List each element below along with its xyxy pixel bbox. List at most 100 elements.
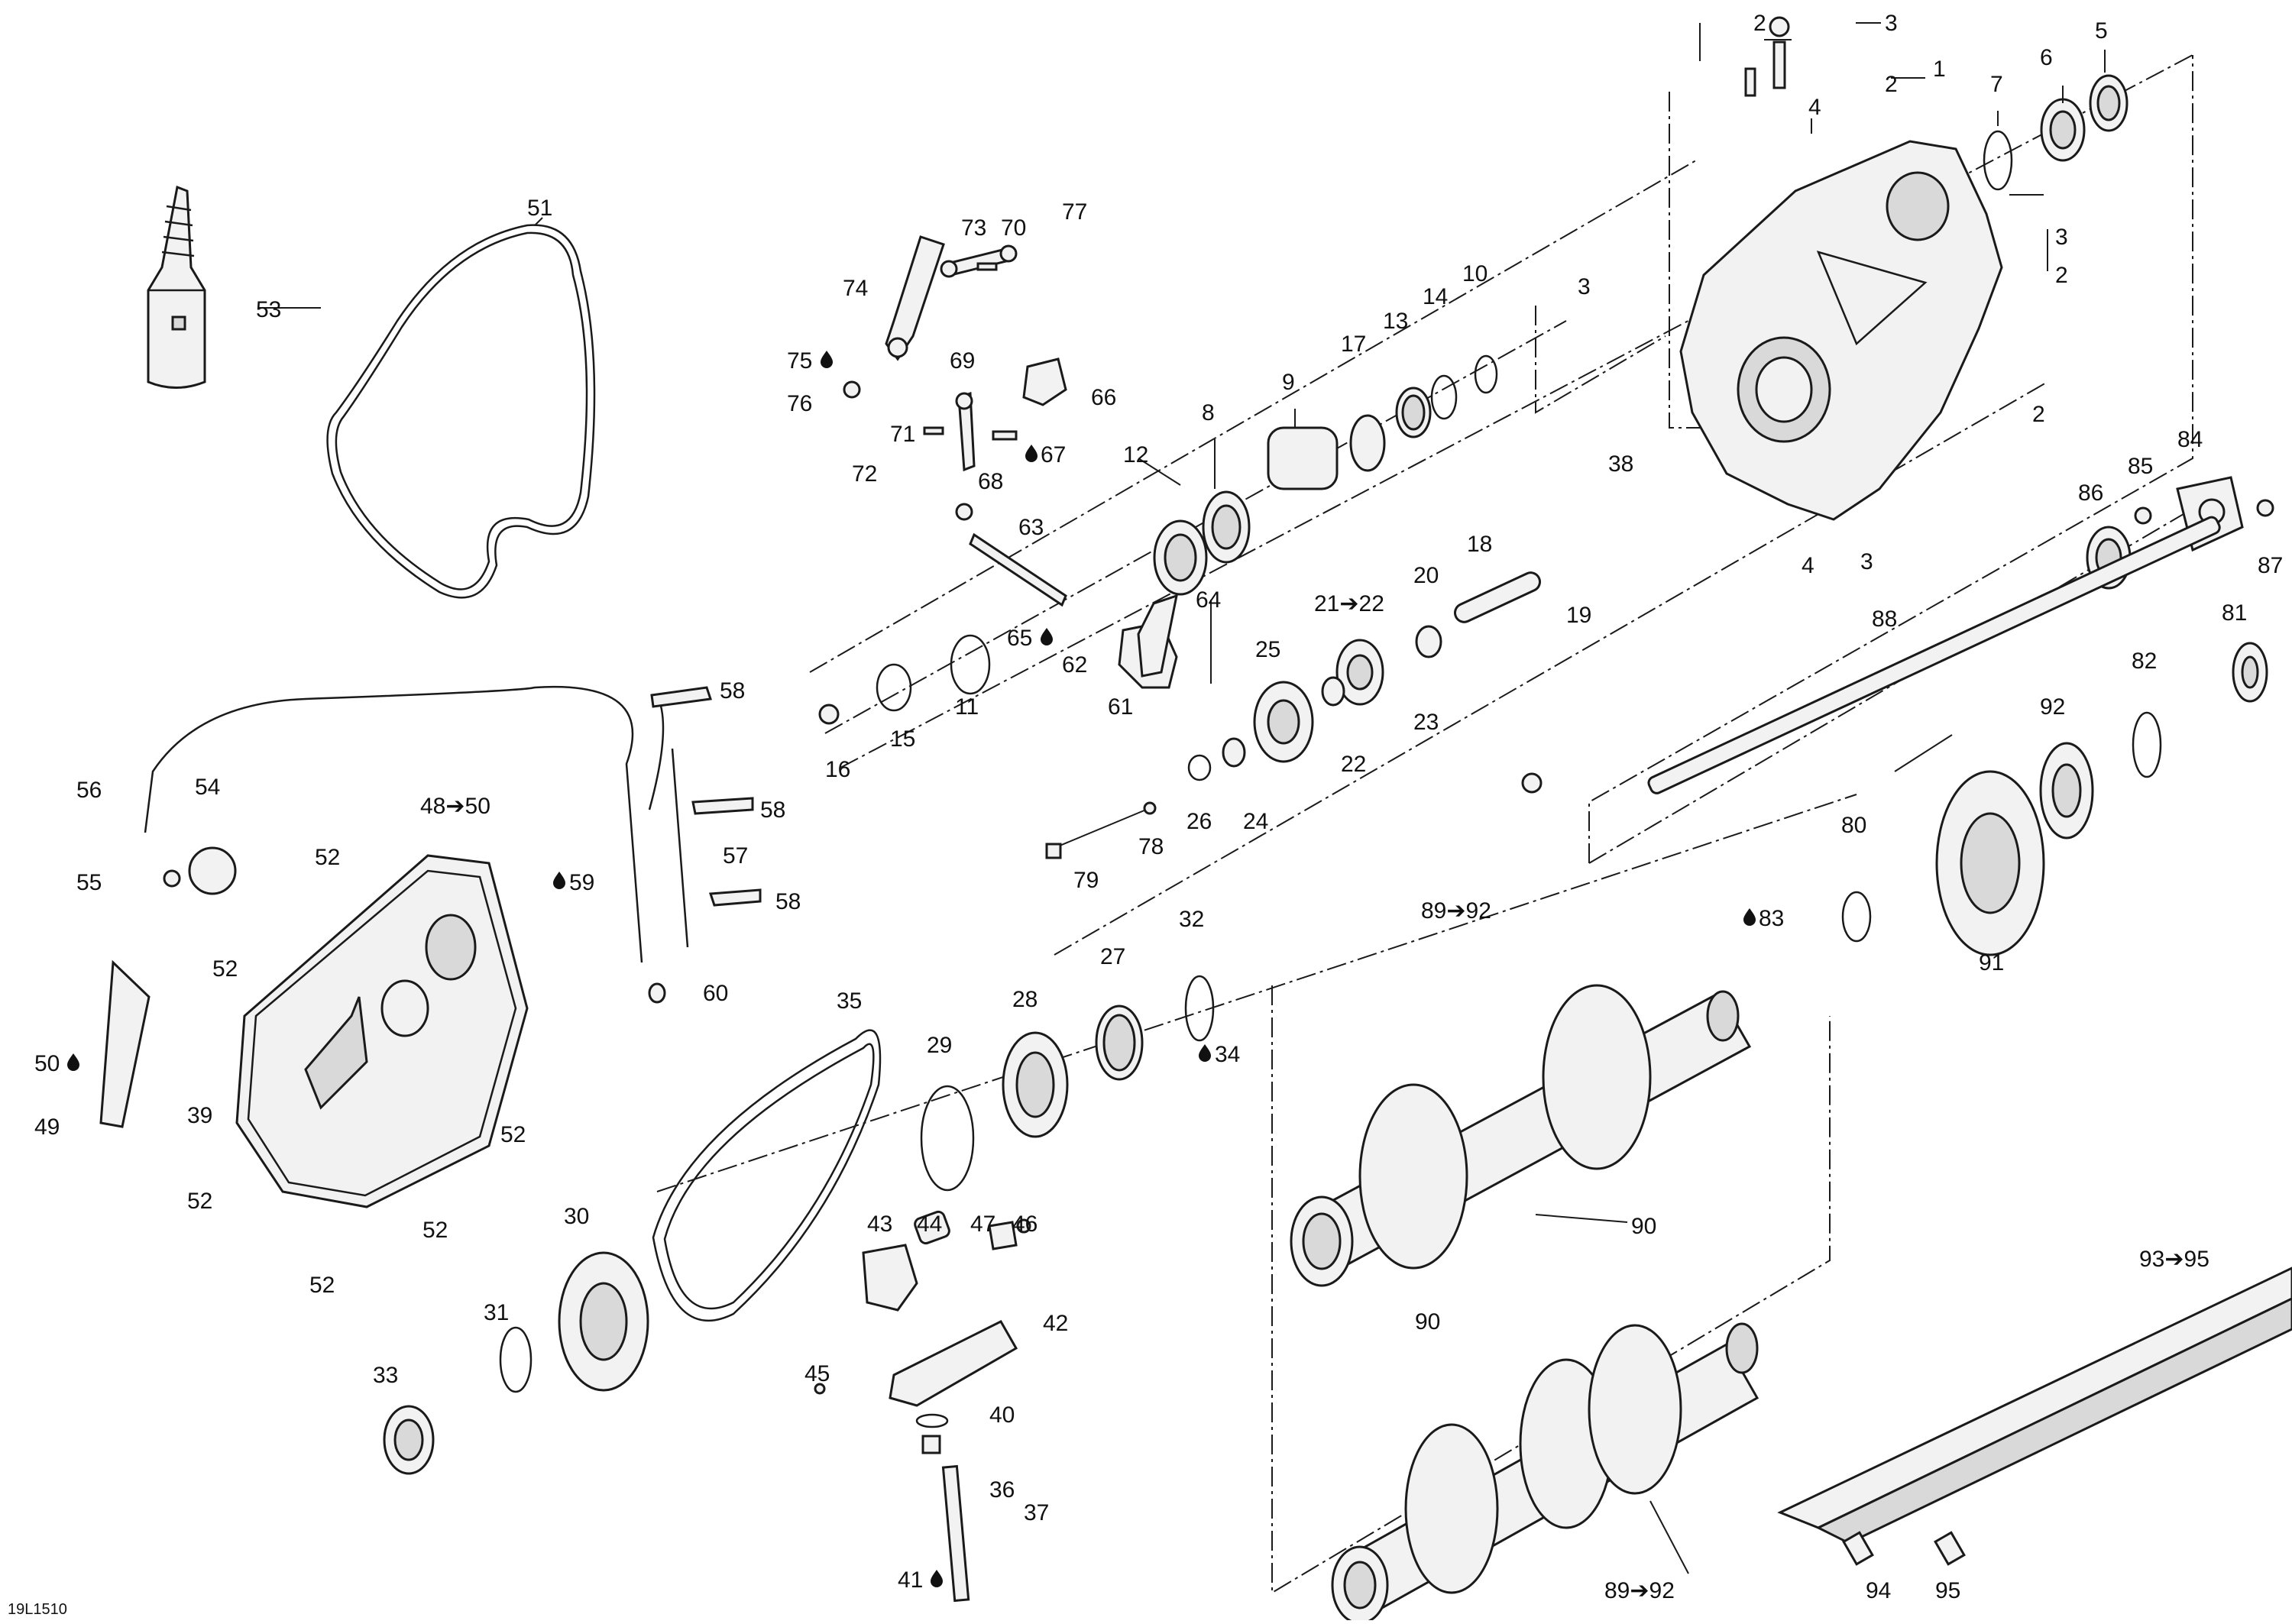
callout-76: 76 bbox=[787, 391, 812, 416]
callout-3-b: 3 bbox=[1578, 274, 1591, 299]
callout-52-a: 52 bbox=[315, 845, 340, 870]
callout-39: 39 bbox=[187, 1103, 212, 1128]
callout-52-c: 52 bbox=[500, 1122, 526, 1147]
callout-4-bottom: 4 bbox=[1802, 553, 1814, 578]
callout-34: 34 bbox=[1199, 1042, 1240, 1067]
callout-1: 1 bbox=[1933, 57, 1946, 82]
callout-53: 53 bbox=[256, 297, 281, 322]
callout-2-c: 2 bbox=[2032, 402, 2045, 427]
drive-section-parts bbox=[383, 975, 1215, 1603]
callout-59: 59 bbox=[553, 870, 594, 895]
callout-52-b: 52 bbox=[212, 956, 238, 982]
callout-50: 50 bbox=[34, 1051, 79, 1076]
callout-37: 37 bbox=[1024, 1500, 1049, 1525]
callout-46: 46 bbox=[1012, 1212, 1038, 1237]
callout-92: 92 bbox=[2040, 694, 2065, 720]
svg-text:83: 83 bbox=[1759, 906, 1784, 931]
callout-35: 35 bbox=[837, 988, 862, 1014]
callout-65: 65 bbox=[1007, 626, 1053, 651]
callout-9: 9 bbox=[1282, 370, 1295, 395]
callout-52-f: 52 bbox=[309, 1273, 335, 1298]
callout-74: 74 bbox=[843, 276, 868, 301]
callout-93-95: 93➔95 bbox=[2139, 1247, 2209, 1272]
callout-31: 31 bbox=[484, 1300, 509, 1325]
callout-13: 13 bbox=[1383, 309, 1408, 334]
svg-text:67: 67 bbox=[1041, 442, 1066, 467]
callout-58-c: 58 bbox=[775, 889, 801, 914]
callout-51: 51 bbox=[527, 196, 552, 221]
callout-22: 22 bbox=[1341, 752, 1366, 777]
callout-60: 60 bbox=[703, 981, 728, 1006]
callout-75: 75 bbox=[787, 348, 833, 374]
part-93-track-section bbox=[1777, 1267, 2292, 1566]
callout-84: 84 bbox=[2177, 427, 2203, 452]
callout-3-a: 3 bbox=[2055, 225, 2068, 250]
callout-56: 56 bbox=[76, 778, 102, 803]
callout-90-lower: 90 bbox=[1415, 1309, 1440, 1334]
callout-82: 82 bbox=[2132, 649, 2157, 674]
callout-38: 38 bbox=[1608, 451, 1633, 477]
callout-2-b: 2 bbox=[2055, 263, 2068, 288]
callout-67: 67 bbox=[1025, 442, 1066, 467]
diagram-code: 19L1510 bbox=[8, 1601, 67, 1618]
callout-25: 25 bbox=[1255, 637, 1280, 662]
callout-21-22: 21➔22 bbox=[1314, 591, 1384, 616]
part-48-chaincase-cover bbox=[99, 685, 762, 1208]
callout-14: 14 bbox=[1423, 284, 1448, 309]
svg-text:65: 65 bbox=[1007, 626, 1032, 651]
callout-87: 87 bbox=[2258, 553, 2283, 578]
part-1-gearbox-housing bbox=[1679, 140, 2003, 521]
callout-5: 5 bbox=[2095, 18, 2108, 44]
callout-66: 66 bbox=[1091, 385, 1116, 410]
callout-91: 91 bbox=[1979, 950, 2004, 975]
callout-73: 73 bbox=[961, 215, 986, 241]
callout-52-e: 52 bbox=[422, 1218, 448, 1243]
callout-52-d: 52 bbox=[187, 1189, 212, 1214]
svg-text:41: 41 bbox=[898, 1567, 923, 1593]
callout-24: 24 bbox=[1243, 809, 1268, 834]
callout-78: 78 bbox=[1138, 834, 1164, 859]
callout-89-92-lower: 89➔92 bbox=[1604, 1578, 1675, 1603]
callout-10: 10 bbox=[1462, 261, 1488, 286]
callout-58-a: 58 bbox=[720, 678, 745, 704]
callout-3-c: 3 bbox=[1860, 549, 1873, 574]
callout-71: 71 bbox=[890, 422, 915, 447]
callout-32: 32 bbox=[1179, 907, 1204, 932]
callout-54: 54 bbox=[195, 775, 220, 800]
callout-27: 27 bbox=[1100, 944, 1125, 969]
callout-49: 49 bbox=[34, 1114, 60, 1140]
callout-77: 77 bbox=[1062, 199, 1087, 225]
gearshaft-parts bbox=[818, 354, 1542, 859]
callout-45: 45 bbox=[804, 1361, 830, 1386]
svg-text:59: 59 bbox=[569, 870, 594, 895]
callout-44: 44 bbox=[917, 1212, 942, 1237]
callout-17: 17 bbox=[1341, 332, 1366, 357]
callout-labels: 1 2 2 2 2 3 3 3 3 4 4 5 6 7 8 9 10 11 12… bbox=[34, 11, 2283, 1603]
callout-94: 94 bbox=[1866, 1578, 1891, 1603]
callout-55: 55 bbox=[76, 870, 102, 895]
callout-18: 18 bbox=[1467, 532, 1492, 557]
callout-36: 36 bbox=[989, 1477, 1015, 1503]
callout-62: 62 bbox=[1062, 652, 1087, 678]
callout-16: 16 bbox=[825, 757, 850, 782]
callout-47: 47 bbox=[970, 1212, 995, 1237]
callout-61: 61 bbox=[1108, 694, 1133, 720]
callout-3-top: 3 bbox=[1885, 11, 1898, 36]
callout-20: 20 bbox=[1413, 563, 1439, 588]
callout-6: 6 bbox=[2040, 45, 2053, 70]
callout-28: 28 bbox=[1012, 987, 1038, 1012]
callout-23: 23 bbox=[1413, 710, 1439, 735]
callout-72: 72 bbox=[852, 461, 877, 487]
callout-85: 85 bbox=[2128, 454, 2153, 479]
callout-90-upper: 90 bbox=[1631, 1214, 1656, 1239]
svg-text:50: 50 bbox=[34, 1051, 60, 1076]
callout-70: 70 bbox=[1001, 215, 1026, 241]
callout-64: 64 bbox=[1196, 587, 1221, 613]
svg-text:34: 34 bbox=[1215, 1042, 1240, 1067]
callout-69: 69 bbox=[950, 348, 975, 374]
callout-88: 88 bbox=[1872, 607, 1897, 632]
callout-48-50: 48➔50 bbox=[420, 794, 490, 819]
shift-assembly-parts bbox=[843, 235, 1178, 689]
